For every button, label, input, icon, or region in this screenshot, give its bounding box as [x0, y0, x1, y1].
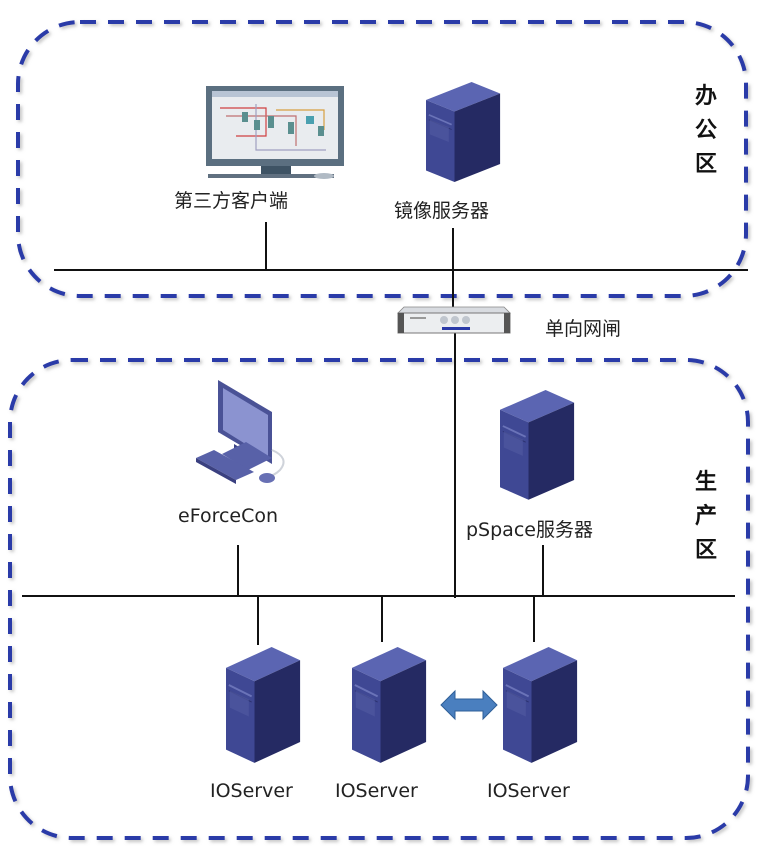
double-arrow-icon: [440, 689, 498, 721]
mirror-server-icon: [425, 81, 502, 183]
network-lines: [22, 222, 748, 645]
desktop-workstation-icon: [196, 380, 285, 484]
production-zone-border: [8, 358, 750, 840]
eforcecon-label: eForceCon: [178, 505, 279, 527]
gateway-label: 单向网闸: [545, 318, 622, 340]
ioserver-3-label: IOServer: [487, 780, 570, 802]
production-zone-label: 生 产 区: [694, 470, 717, 563]
ioserver-2-icon: [351, 646, 428, 764]
monitor-scada-icon: [206, 86, 344, 179]
ioserver-1-label: IOServer: [210, 780, 293, 802]
pspace-server-icon: [499, 389, 576, 501]
ioserver-3-icon: [502, 646, 579, 764]
office-zone-label: 办 公 区: [694, 84, 717, 177]
rack-gateway-icon: [397, 306, 511, 334]
ioserver-1-icon: [225, 646, 302, 764]
mirror-server-label: 镜像服务器: [394, 200, 490, 222]
pspace-server-label: pSpace服务器: [466, 519, 593, 541]
third-party-client-label: 第三方客户端: [174, 190, 289, 212]
office-zone-border: [16, 20, 748, 298]
ioserver-2-label: IOServer: [335, 780, 418, 802]
